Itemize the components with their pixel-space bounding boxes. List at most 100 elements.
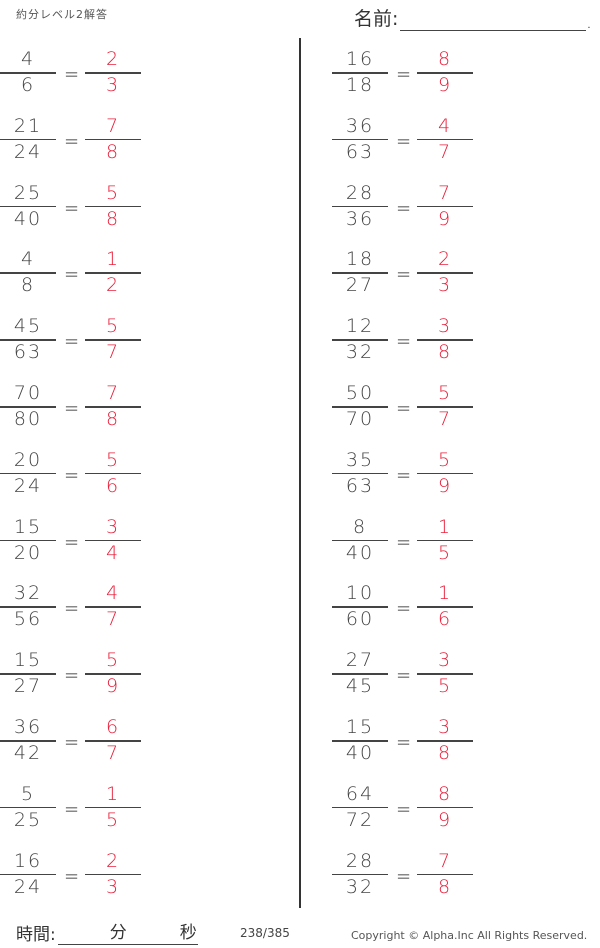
equals-sign: = — [396, 798, 412, 820]
equals-sign: = — [64, 732, 80, 753]
equals-sign: = — [64, 331, 80, 353]
answer-denominator: 7 — [105, 608, 121, 631]
answer-numerator: 5 — [105, 448, 121, 471]
answer-denominator: 9 — [437, 207, 453, 230]
question-numerator: 15 — [345, 716, 375, 738]
fraction-bar — [332, 339, 388, 341]
answer-numerator: 7 — [105, 382, 121, 404]
answer-numerator: 5 — [437, 382, 453, 404]
question-denominator: 27 — [13, 675, 43, 698]
answer-denominator: 8 — [105, 408, 121, 430]
time-input-line[interactable]: 分 秒 — [57, 923, 198, 945]
fraction-bar — [0, 339, 56, 341]
answer-denominator: 3 — [105, 875, 121, 898]
question-numerator: 16 — [345, 48, 375, 70]
fraction-bar — [332, 472, 388, 475]
fraction-bar — [332, 740, 388, 742]
question-numerator: 8 — [352, 515, 368, 538]
question-denominator: 80 — [13, 408, 43, 430]
answer-denominator: 5 — [105, 808, 121, 831]
fraction-bar — [85, 406, 141, 408]
answer-numerator: 5 — [105, 181, 121, 204]
equals-sign: = — [396, 598, 412, 620]
answer-numerator: 4 — [105, 582, 121, 605]
fraction-bar — [85, 205, 141, 208]
equals-sign: = — [396, 197, 412, 219]
fraction-bar — [0, 873, 56, 876]
answer-denominator: 9 — [437, 474, 453, 497]
answer-numerator: 5 — [437, 448, 453, 471]
answer-denominator: 4 — [105, 541, 121, 564]
question-denominator: 24 — [13, 140, 43, 163]
answer-denominator: 8 — [105, 140, 121, 163]
fraction-bar — [85, 806, 141, 809]
equals-sign: = — [396, 64, 412, 85]
answer-denominator: 8 — [437, 341, 453, 364]
equals-sign: = — [396, 331, 412, 353]
question-numerator: 28 — [345, 181, 375, 204]
question-denominator: 42 — [13, 742, 43, 764]
answer-numerator: 5 — [105, 315, 121, 338]
question-numerator: 36 — [345, 114, 375, 137]
question-numerator: 25 — [13, 181, 43, 204]
equals-sign: = — [64, 130, 80, 152]
fraction-bar — [417, 472, 473, 475]
answer-denominator: 7 — [105, 742, 121, 764]
equals-sign: = — [396, 130, 412, 152]
fraction-bar — [417, 205, 473, 208]
name-end-dot: . — [587, 20, 591, 31]
time-field: 時間: 分 秒 — [16, 920, 198, 945]
answer-denominator: 6 — [105, 474, 121, 497]
question-denominator: 20 — [13, 541, 43, 564]
page-number: 238/385 — [240, 926, 290, 940]
seconds-label: 秒 — [179, 923, 197, 943]
equals-sign: = — [396, 732, 412, 753]
fraction-bar — [85, 339, 141, 341]
fraction-bar — [417, 673, 473, 675]
name-input-line[interactable] — [400, 10, 587, 31]
fraction-bar — [85, 673, 141, 675]
fraction-bar — [85, 740, 141, 742]
fraction-bar — [0, 138, 56, 141]
question-denominator: 72 — [345, 808, 375, 831]
equals-sign: = — [64, 264, 80, 286]
question-numerator: 27 — [345, 649, 375, 672]
answer-numerator: 8 — [437, 48, 453, 70]
fraction-bar — [417, 339, 473, 341]
answer-denominator: 9 — [437, 74, 453, 96]
answer-numerator: 1 — [437, 582, 453, 605]
equals-sign: = — [64, 598, 80, 620]
answer-denominator: 8 — [437, 742, 453, 764]
question-numerator: 50 — [345, 382, 375, 404]
